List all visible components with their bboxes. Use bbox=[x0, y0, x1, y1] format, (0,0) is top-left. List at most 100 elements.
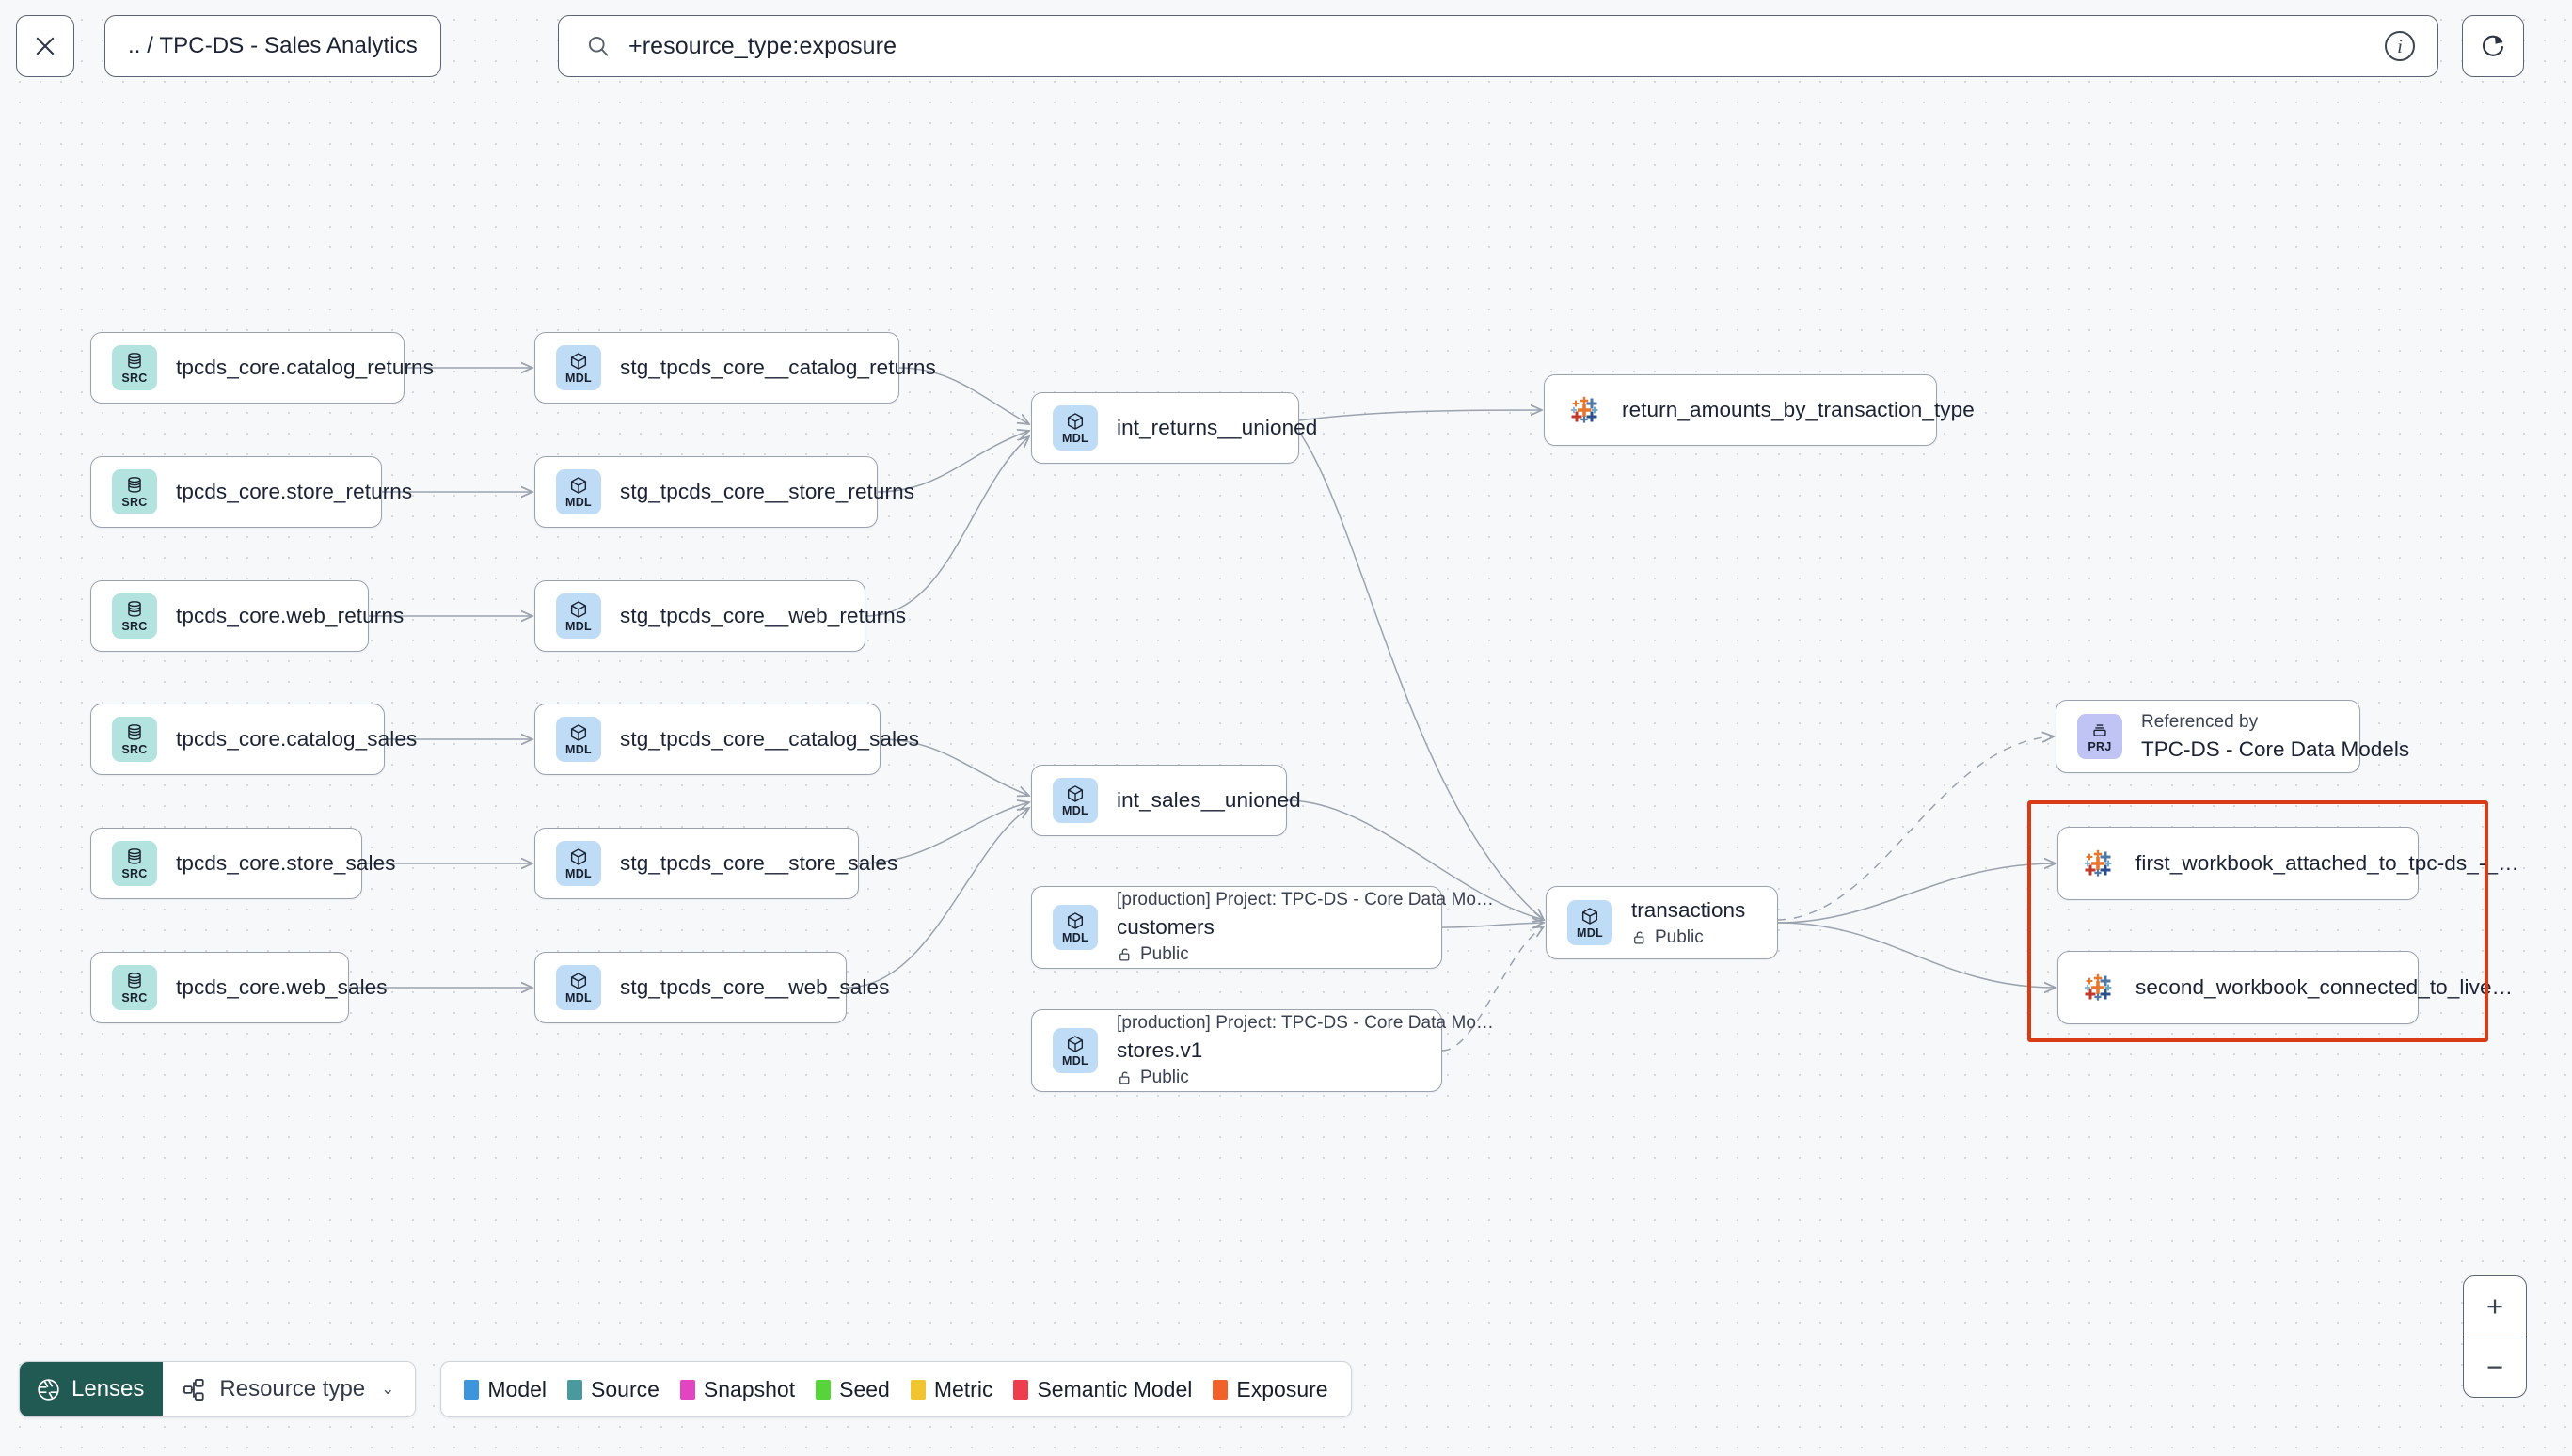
node-name: transactions bbox=[1631, 897, 1746, 922]
node-type-badge-mdl: MDL bbox=[1567, 900, 1612, 945]
breadcrumb-label: .. / TPC-DS - Sales Analytics bbox=[128, 33, 418, 58]
graph-node-int_returns_unioned[interactable]: MDL int_returns__unioned bbox=[1031, 392, 1317, 464]
lenses-button[interactable]: Lenses bbox=[20, 1362, 164, 1416]
node-body: [production] Project: TPC-DS - Core Data… bbox=[1117, 890, 1494, 965]
legend-item-source[interactable]: Source bbox=[567, 1377, 659, 1402]
node-type-badge-src: SRC bbox=[112, 469, 157, 514]
hierarchy-icon bbox=[183, 1378, 205, 1401]
node-label: tpcds_core.catalog_sales bbox=[176, 727, 418, 751]
node-label: int_returns__unioned bbox=[1117, 416, 1318, 439]
tableau-workbook-icon bbox=[2084, 849, 2112, 877]
graph-node-src_catalog_returns[interactable]: SRC tpcds_core.catalog_returns bbox=[90, 332, 434, 404]
info-icon[interactable]: i bbox=[2385, 31, 2415, 61]
cube-icon bbox=[570, 353, 587, 371]
zoom-out-button[interactable]: − bbox=[2485, 1350, 2504, 1384]
database-icon bbox=[128, 477, 141, 493]
node-type-badge-label: MDL bbox=[1062, 1054, 1088, 1068]
refresh-icon bbox=[2483, 35, 2504, 56]
cube-icon bbox=[1067, 1036, 1084, 1053]
graph-node-transactions[interactable]: MDL transactions Public bbox=[1546, 886, 1778, 959]
resource-type-label: Resource type bbox=[219, 1376, 366, 1401]
node-label: stg_tpcds_core__web_sales bbox=[620, 975, 890, 999]
cube-icon bbox=[570, 477, 587, 495]
database-icon bbox=[128, 848, 141, 864]
graph-node-customers[interactable]: MDL [production] Project: TPC-DS - Core D… bbox=[1031, 886, 1494, 969]
node-visibility-label: Public bbox=[1655, 926, 1704, 947]
close-button[interactable] bbox=[16, 15, 74, 77]
legend-swatch bbox=[910, 1379, 926, 1400]
cube-icon bbox=[1581, 908, 1598, 926]
legend-label: Model bbox=[487, 1376, 548, 1401]
node-type-badge-mdl: MDL bbox=[1053, 1028, 1098, 1073]
graph-node-stores_v1[interactable]: MDL[production] Project: TPC-DS - Core D… bbox=[1031, 1009, 1494, 1092]
resource-type-dropdown[interactable]: Resource type ⌄ bbox=[163, 1362, 416, 1416]
legend-item-metric[interactable]: Metric bbox=[910, 1376, 993, 1402]
node-type-badge-mdl: MDL bbox=[556, 469, 601, 514]
node-type-badge-mdl: MDL bbox=[1053, 405, 1098, 451]
node-label: tpcds_core.web_sales bbox=[176, 975, 388, 999]
lenses-label: Lenses bbox=[71, 1376, 145, 1401]
cube-icon bbox=[1067, 912, 1084, 930]
node-relation-label: Referenced by bbox=[2141, 711, 2259, 732]
resource-type-legend: Model Source Snapshot Seed Metric Semant… bbox=[440, 1361, 1352, 1417]
node-type-badge-mdl: MDL bbox=[556, 717, 601, 762]
legend-swatch bbox=[1013, 1379, 1029, 1400]
node-type-badge-label: MDL bbox=[565, 867, 592, 881]
graph-node-second_workbook[interactable]: second_workbook_connected_to_live… bbox=[2057, 951, 2513, 1024]
node-type-badge-src: SRC bbox=[112, 841, 157, 886]
refresh-button[interactable] bbox=[2462, 15, 2524, 77]
node-type-badge-mdl: MDL bbox=[556, 965, 601, 1010]
node-type-badge-label: MDL bbox=[565, 620, 592, 634]
legend-item-snapshot[interactable]: Snapshot bbox=[679, 1377, 795, 1402]
node-label: tpcds_core.catalog_returns bbox=[176, 356, 435, 379]
node-type-badge-label: MDL bbox=[565, 743, 592, 757]
node-type-badge-src: SRC bbox=[112, 593, 157, 639]
legend-label: Source bbox=[591, 1376, 659, 1401]
legend-swatch bbox=[1213, 1379, 1229, 1400]
node-body: Referenced by TPC-DS - Core Data Models bbox=[2141, 712, 2409, 762]
node-label: first_workbook_attached_to_tpc-ds_-_… bbox=[2135, 851, 2519, 875]
legend-label: Metric bbox=[933, 1376, 993, 1401]
zoom-controls: + − bbox=[2463, 1275, 2527, 1398]
tableau-workbook-icon bbox=[1570, 396, 1598, 423]
graph-node-stg_web_sales[interactable]: MDL stg_tpcds_core__web_sales bbox=[534, 952, 889, 1023]
node-type-badge-label: MDL bbox=[1062, 804, 1088, 818]
node-type-badge-label: SRC bbox=[121, 496, 148, 510]
legend-item-model[interactable]: Model bbox=[464, 1377, 547, 1402]
search-icon bbox=[588, 36, 609, 56]
breadcrumb[interactable]: .. / TPC-DS - Sales Analytics bbox=[104, 15, 441, 77]
node-type-badge-prj: PRJ bbox=[2077, 714, 2122, 759]
node-visibility: Public bbox=[1117, 1068, 1494, 1088]
graph-node-referenced_by_core_data_models[interactable]: PRJ Referenced by TPC-DS - Core Data Model… bbox=[2056, 700, 2409, 773]
zoom-in-button[interactable]: + bbox=[2464, 1276, 2526, 1337]
search-input[interactable]: +resource_type:exposure i bbox=[558, 15, 2438, 77]
legend-item-exposure[interactable]: Exposure bbox=[1213, 1377, 1328, 1402]
legend-item-semantic-model[interactable]: Semantic Model bbox=[1013, 1377, 1192, 1402]
graph-node-first_workbook[interactable]: first_workbook_attached_to_tpc-ds_-_… bbox=[2057, 827, 2519, 900]
node-type-badge-src: SRC bbox=[112, 345, 157, 390]
database-icon bbox=[128, 353, 141, 369]
node-name: TPC-DS - Core Data Models bbox=[2141, 736, 2410, 761]
node-type-badge-label: SRC bbox=[121, 620, 148, 634]
graph-node-return_amounts_by_transaction_type[interactable]: return_amounts_by_transaction_type bbox=[1544, 374, 1975, 446]
node-type-badge-mdl: MDL bbox=[1053, 905, 1098, 950]
bottom-toolbar: Lenses Resource type ⌄ Model Source Snap… bbox=[19, 1361, 1352, 1417]
cube-icon bbox=[570, 724, 587, 742]
node-type-badge-label: PRJ bbox=[2088, 740, 2112, 754]
legend-item-seed[interactable]: Seed bbox=[816, 1377, 890, 1402]
node-visibility-label: Public bbox=[1140, 944, 1189, 964]
